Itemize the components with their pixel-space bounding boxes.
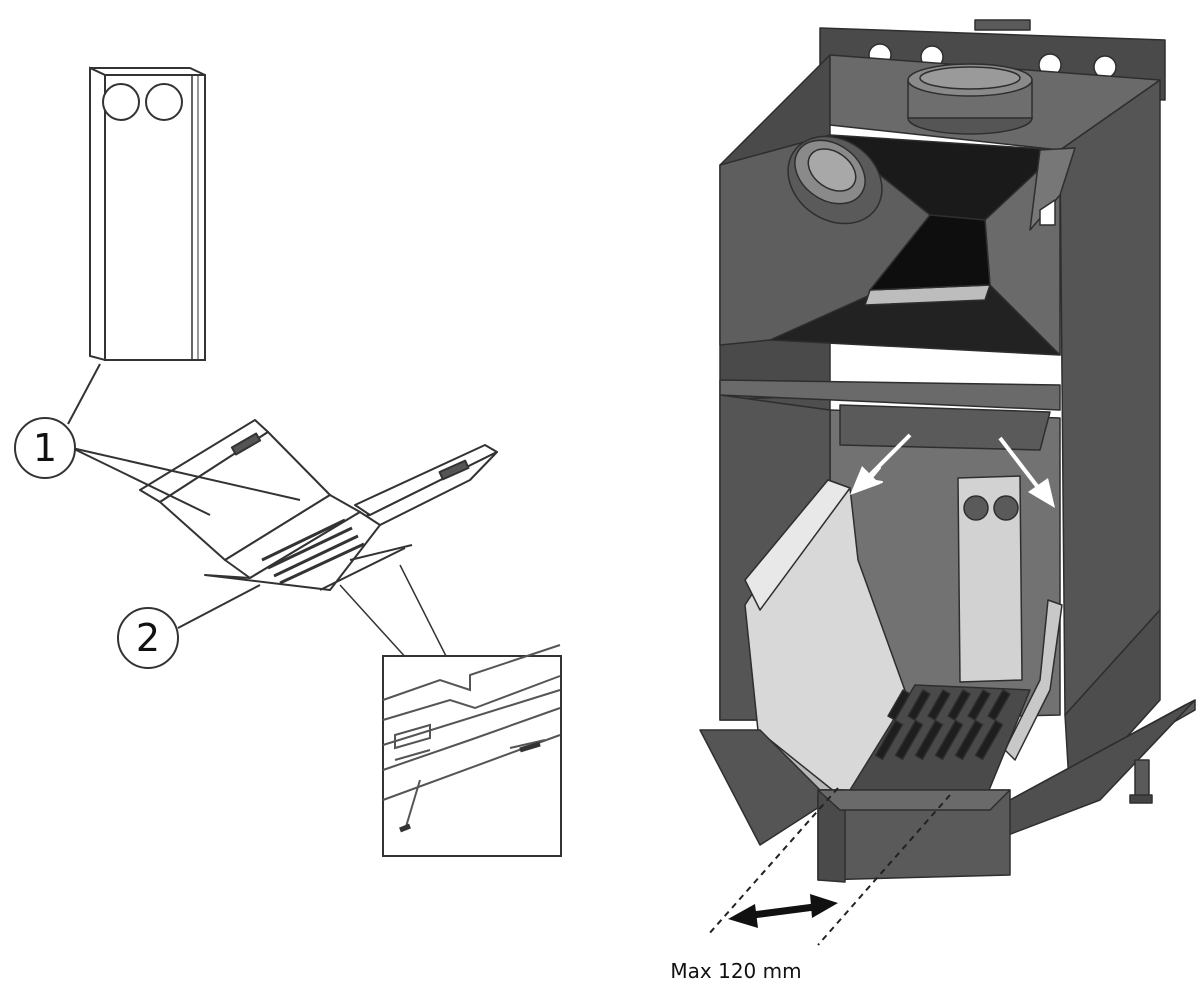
detail-leader-b: [399, 564, 449, 661]
front-ash-box: [699, 729, 1011, 883]
airflow-arrow-right: [998, 436, 1055, 508]
stove-body-view: [699, 19, 1196, 883]
grate-assembly: [139, 419, 498, 591]
detail-leader-a: [339, 584, 409, 661]
back-liner-panel: [89, 66, 206, 362]
side-flue-collar: [787, 135, 883, 225]
leader-line-1-panel: [67, 363, 101, 425]
flue-collar: [907, 63, 1033, 135]
detail-inset: [382, 644, 562, 857]
callout-2-label: 2: [136, 616, 160, 660]
installed-back-liner: [957, 475, 1023, 683]
exploded-parts-view: 1 2: [14, 66, 562, 857]
leader-line-1-flap-a: [71, 447, 301, 501]
leader-line-1-flap-b: [71, 447, 211, 516]
double-headed-arrow: [728, 894, 838, 928]
leader-line-2: [177, 584, 261, 629]
dimension-indicator: Max 120 mm: [670, 787, 951, 983]
dimension-caption: Max 120 mm: [670, 959, 801, 983]
callout-1-label: 1: [33, 426, 57, 470]
airflow-arrow-left: [850, 433, 912, 495]
callout-1: 1: [14, 417, 76, 479]
callout-2: 2: [117, 607, 179, 669]
